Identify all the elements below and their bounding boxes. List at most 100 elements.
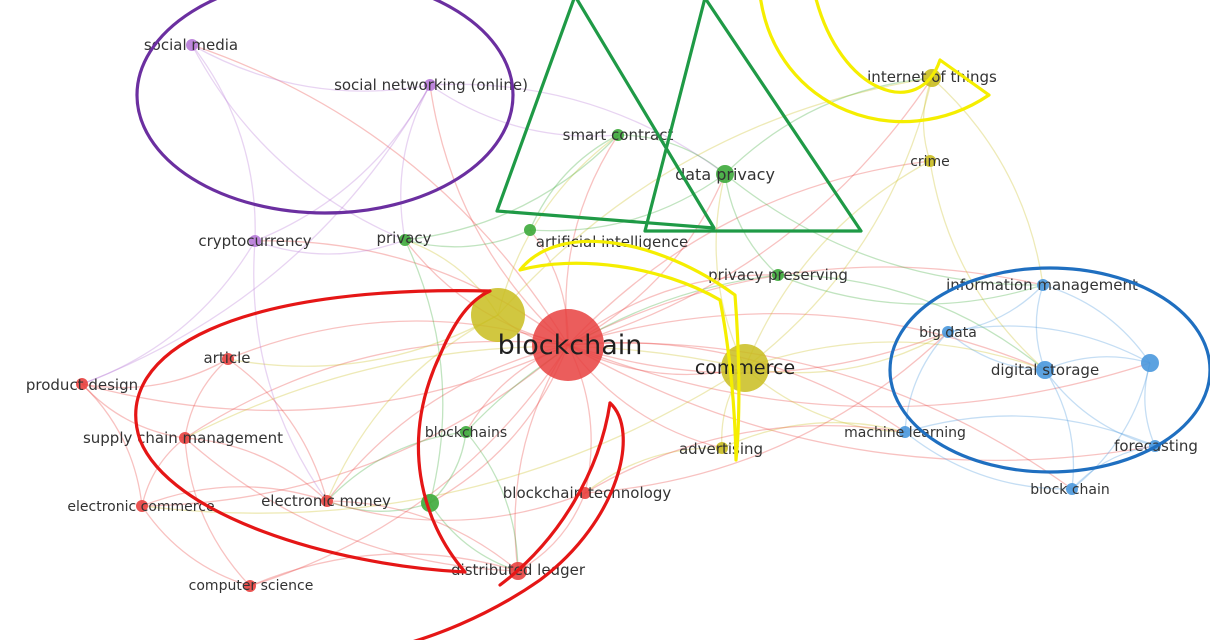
label-social-networking: social networking (online) — [334, 76, 528, 94]
highlight-yellow-arc-top — [759, 0, 991, 124]
edge-big-data-digital-storage — [947, 331, 1046, 371]
node-big-data[interactable] — [942, 326, 954, 338]
node-social-media[interactable] — [186, 39, 198, 51]
node-digital-storage[interactable] — [1036, 361, 1054, 379]
edge-blockchain-information-management — [567, 266, 1044, 346]
node-crime[interactable] — [924, 155, 936, 167]
edge-smart-contract-data-privacy — [617, 134, 726, 175]
edge-data-privacy-artificial-intelligence — [529, 173, 726, 232]
edge-supply-chain-management-electronic-money — [184, 437, 328, 502]
edge-blockchain-blue-node — [567, 344, 1151, 408]
edge-blockchains-distributed-ledger — [465, 431, 519, 572]
node-information-management[interactable] — [1037, 279, 1049, 291]
edge-electronic-money-distributed-ledger — [326, 500, 519, 572]
label-blockchain: blockchain — [498, 330, 643, 361]
node-electronic-money[interactable] — [321, 495, 333, 507]
node-machine-learning[interactable] — [899, 426, 911, 438]
edge-blockchain-social-networking — [429, 84, 569, 346]
label-data-privacy: data privacy — [675, 165, 775, 184]
edge-commerce-crime — [744, 160, 931, 369]
edge-blockchain-block-chain — [567, 342, 1073, 490]
node-block-chain[interactable] — [1066, 483, 1078, 495]
label-smart-contract: smart contract — [563, 126, 674, 144]
edge-blue-node-block-chain — [1071, 362, 1151, 490]
node-commerce[interactable] — [721, 344, 769, 392]
edge-electronic-money-blockchain-technology — [326, 492, 586, 522]
edge-digital-storage-blue-node — [1044, 356, 1151, 371]
edge-forecasting-block-chain — [1071, 445, 1156, 490]
edge-cryptocurrency-privacy — [254, 239, 406, 255]
edge-blockchain-article — [227, 320, 569, 360]
edge-blockchains-electronic-money — [326, 431, 467, 502]
edge-big-data-blue-node — [947, 325, 1151, 364]
edge-cryptocurrency-product-design — [81, 240, 256, 385]
label-information-management: information management — [946, 276, 1138, 294]
label-privacy: privacy — [376, 229, 431, 247]
label-computer-science: computer science — [189, 578, 314, 594]
edge-digital-storage-forecasting — [1044, 369, 1156, 447]
edge-blockchain-electronic-commerce — [141, 344, 569, 507]
node-data-privacy[interactable] — [716, 165, 734, 183]
node-cryptocurrency[interactable] — [249, 235, 261, 247]
label-big-data: big data — [919, 325, 977, 341]
highlight-red-arc-bottom — [412, 401, 625, 640]
edge-article-product-design — [81, 358, 229, 389]
label-digital-storage: digital storage — [991, 361, 1099, 379]
node-smart-contract[interactable] — [612, 129, 624, 141]
edge-social-networking-smart-contract — [429, 84, 619, 137]
edge-big-yellow-electronic-money — [326, 314, 499, 502]
label-blockchains: blockchains — [425, 425, 507, 441]
highlight-purple-ellipse — [135, 0, 515, 215]
node-privacy-preserving[interactable] — [772, 269, 784, 281]
edge-green-node-electronic-money — [326, 500, 431, 512]
node-privacy[interactable] — [399, 234, 411, 246]
label-product-design: product design — [26, 376, 138, 394]
edge-digital-storage-block-chain — [1044, 369, 1075, 490]
node-big-yellow[interactable] — [471, 288, 525, 342]
edge-social-media-social-networking — [191, 44, 431, 92]
edge-social-networking-product-design — [81, 84, 431, 385]
node-blue-node[interactable] — [1141, 354, 1159, 372]
node-computer-science[interactable] — [244, 580, 256, 592]
node-electronic-commerce[interactable] — [136, 500, 148, 512]
edge-blockchain-internet-of-things — [567, 77, 933, 346]
node-article[interactable] — [222, 353, 234, 365]
edge-privacy-artificial-intelligence — [404, 229, 531, 248]
node-advertising[interactable] — [716, 442, 728, 454]
edge-data-privacy-information-management — [724, 173, 1044, 286]
edge-privacy-preserving-digital-storage — [777, 274, 1046, 371]
edge-blockchain-digital-storage — [567, 313, 1046, 371]
node-supply-chain-management[interactable] — [179, 432, 191, 444]
edge-blockchain-social-media — [191, 44, 569, 346]
node-blockchain[interactable] — [532, 309, 604, 381]
edge-crime-digital-storage — [929, 160, 1046, 371]
label-commerce: commerce — [695, 357, 795, 379]
label-advertising: advertising — [679, 440, 763, 458]
label-crime: crime — [910, 154, 950, 170]
highlight-blue-ellipse — [888, 266, 1210, 474]
edge-article-supply-chain-management — [184, 358, 229, 439]
edge-internet-of-things-information-management — [931, 77, 1044, 286]
label-blockchain-technology: blockchain technology — [503, 484, 672, 502]
edge-big-data-machine-learning — [904, 331, 949, 433]
node-blockchains[interactable] — [460, 426, 472, 438]
edge-distributed-ledger-computer-science — [249, 553, 519, 587]
node-artificial-intelligence[interactable] — [524, 224, 536, 236]
edge-smart-contract-privacy — [404, 134, 619, 241]
edge-electronic-commerce-computer-science — [141, 505, 251, 587]
highlight-green-triangle-2 — [643, 0, 863, 233]
edge-electronic-commerce-electronic-money — [141, 486, 328, 507]
edge-blockchain-forecasting — [567, 344, 1156, 461]
edge-social-networking-cryptocurrency — [254, 84, 431, 242]
label-article: article — [203, 349, 250, 367]
label-cryptocurrency: cryptocurrency — [198, 232, 311, 250]
edge-machine-learning-block-chain — [904, 431, 1073, 490]
edge-information-management-big-data — [947, 284, 1044, 333]
label-social-media: social media — [144, 36, 238, 54]
node-social-networking[interactable] — [424, 79, 436, 91]
node-product-design[interactable] — [76, 378, 88, 390]
label-electronic-money: electronic money — [261, 492, 391, 510]
edge-commerce-internet-of-things — [744, 77, 933, 369]
edge-data-privacy-internet-of-things — [724, 77, 933, 175]
